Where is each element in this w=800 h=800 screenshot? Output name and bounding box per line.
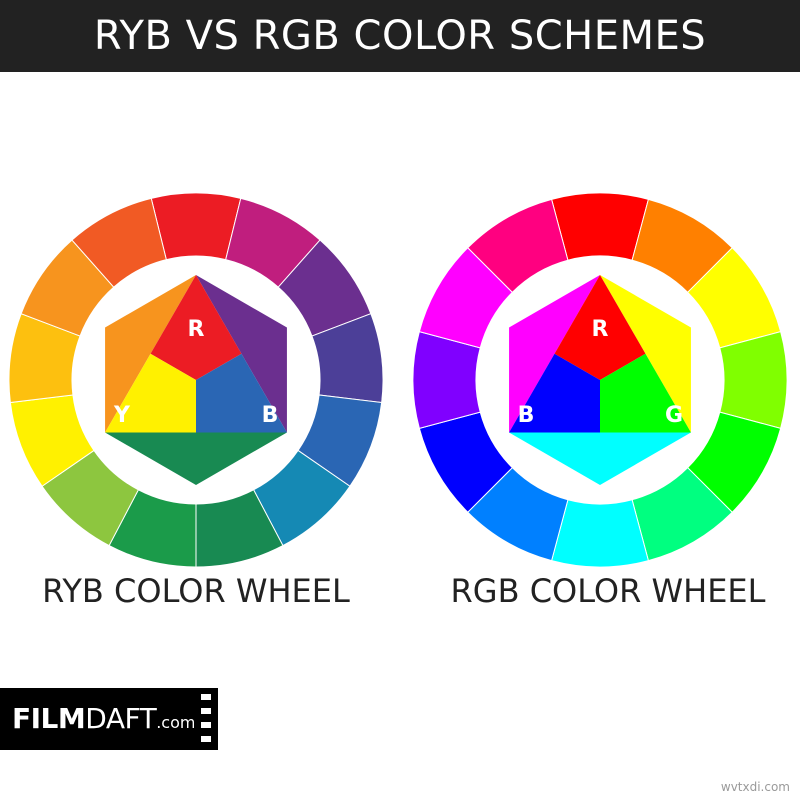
top-vertex-label: R	[188, 317, 205, 342]
ryb-wheel-label: RYB COLOR WHEEL	[42, 572, 350, 610]
bottom-flap	[105, 432, 287, 485]
film-strip-icon	[194, 688, 218, 750]
page-title: RYB VS RGB COLOR SCHEMES	[93, 13, 707, 59]
left-primary-region	[105, 353, 196, 433]
rgb-wheel-label: RGB COLOR WHEEL	[450, 572, 766, 610]
logo-text: FILMDAFT.com	[12, 702, 195, 740]
ring-segment	[71, 197, 167, 288]
right-vertex-label: G	[665, 403, 683, 428]
left-vertex-label: B	[518, 403, 535, 428]
logo-bar: FILMDAFT.com	[0, 688, 195, 750]
filmdaft-logo: FILMDAFT.com	[0, 688, 218, 750]
logo-film: FILM	[12, 702, 86, 735]
ring-segment	[550, 192, 650, 261]
right-primary-region	[196, 353, 287, 433]
right-primary-region	[600, 353, 691, 433]
top-vertex-label: R	[592, 317, 609, 342]
ring-segment	[719, 330, 788, 430]
top-primary-region	[150, 275, 242, 380]
header-bar: RYB VS RGB COLOR SCHEMES	[0, 0, 800, 72]
bottom-flap	[509, 432, 691, 485]
rgb-wheel: R B G	[412, 192, 788, 568]
ring-segment	[550, 499, 650, 568]
left-primary-region	[509, 353, 600, 433]
watermark: wvtxdi.com	[720, 780, 790, 794]
logo-com: .com	[156, 713, 196, 732]
ring-segment	[467, 198, 569, 294]
logo-daft: DAFT	[85, 702, 157, 735]
ryb-wheel: R Y B	[8, 192, 384, 568]
ring-segment	[412, 330, 481, 430]
right-vertex-label: B	[262, 403, 279, 428]
ring-segment	[150, 192, 242, 261]
left-vertex-label: Y	[113, 403, 131, 428]
top-primary-region	[554, 275, 646, 380]
